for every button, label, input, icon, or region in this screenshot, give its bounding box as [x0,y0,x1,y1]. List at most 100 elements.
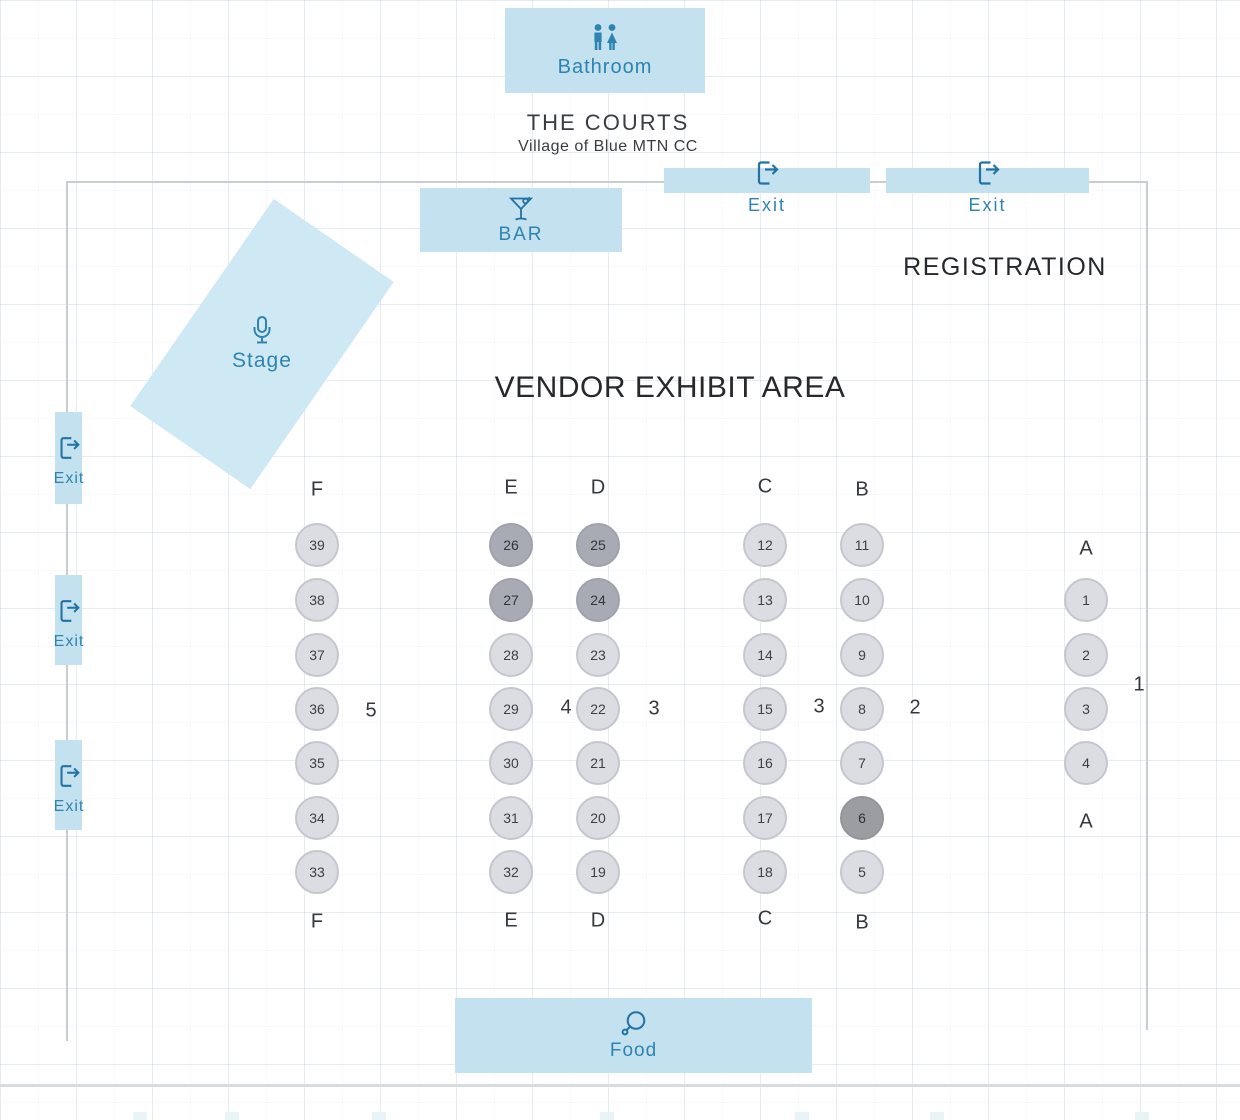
column-label-F-bottom: F [310,910,324,933]
bottom-mark [600,1112,614,1120]
seat-33[interactable]: 33 [295,850,339,894]
bottom-mark [930,1112,944,1120]
exit-label: Exit [53,798,85,815]
aisle-label-2: 2 [909,696,921,719]
martini-icon [508,196,534,220]
column-label-D-bottom: D [590,909,606,932]
restroom-icon [594,23,617,50]
exit-left-2: Exit [46,575,92,668]
seat-6[interactable]: 6 [840,796,884,840]
seat-23[interactable]: 23 [576,633,620,677]
stage-area: Stage [130,198,394,490]
seat-34[interactable]: 34 [295,796,339,840]
seat-29[interactable]: 29 [489,687,533,731]
drumstick-icon [621,1011,645,1036]
venue-title: THE COURTS [526,110,690,135]
seat-18[interactable]: 18 [743,850,787,894]
seat-28[interactable]: 28 [489,633,533,677]
venue-subtitle: Village of Blue MTN CC [518,138,698,155]
seat-19[interactable]: 19 [576,850,620,894]
seat-10[interactable]: 10 [840,578,884,622]
microphone-icon [253,315,271,344]
bar-area: BAR [420,188,622,252]
column-label-E-top: E [504,476,518,499]
food-area: Food [455,998,812,1073]
seat-21[interactable]: 21 [576,741,620,785]
exit-top-1: Exit [664,158,870,220]
food-label: Food [609,1040,658,1061]
column-label-D-top: D [590,476,606,499]
seat-38[interactable]: 38 [295,578,339,622]
exit-label: Exit [747,195,786,215]
exit-door-strip [664,168,870,193]
column-label-B-bottom: B [855,911,869,934]
column-label-C-top: C [757,475,773,498]
column-label-F-top: F [310,478,324,501]
column-label-A-top: A [1079,537,1093,560]
exit-left-1: Exit [46,412,92,505]
exit-icon [60,765,80,787]
seat-25[interactable]: 25 [576,523,620,567]
bottom-mark [133,1112,147,1120]
exit-label: Exit [53,470,85,487]
seat-26[interactable]: 26 [489,523,533,567]
seat-13[interactable]: 13 [743,578,787,622]
exit-icon [60,437,80,459]
exit-label: Exit [53,633,85,650]
aisle-label-3: 3 [813,695,825,718]
exit-icon [978,161,1000,185]
seat-7[interactable]: 7 [840,741,884,785]
seat-30[interactable]: 30 [489,741,533,785]
seat-5[interactable]: 5 [840,850,884,894]
bottom-mark [225,1112,239,1120]
seat-12[interactable]: 12 [743,523,787,567]
seat-2[interactable]: 2 [1064,633,1108,677]
aisle-label-4: 4 [560,696,572,719]
exit-top-2: Exit [886,158,1089,220]
seat-35[interactable]: 35 [295,741,339,785]
seat-32[interactable]: 32 [489,850,533,894]
bathroom-area: Bathroom [505,8,705,93]
column-label-B-top: B [855,478,869,501]
seat-16[interactable]: 16 [743,741,787,785]
seat-9[interactable]: 9 [840,633,884,677]
wall-top [66,181,1148,183]
seat-17[interactable]: 17 [743,796,787,840]
column-label-C-bottom: C [757,907,773,930]
seat-8[interactable]: 8 [840,687,884,731]
bathroom-label: Bathroom [557,55,653,78]
column-label-E-bottom: E [504,909,518,932]
aisle-label-1: 1 [1133,673,1145,696]
seat-27[interactable]: 27 [489,578,533,622]
stage-label: Stage [232,348,292,372]
exit-icon [60,600,80,622]
bar-label: BAR [498,223,544,245]
wall-bottom [0,1084,1240,1087]
column-label-A-bottom: A [1079,810,1093,833]
seat-31[interactable]: 31 [489,796,533,840]
registration-label: REGISTRATION [903,253,1107,281]
seat-39[interactable]: 39 [295,523,339,567]
aisle-label-5: 5 [365,699,377,722]
exit-left-3: Exit [46,740,92,833]
seat-24[interactable]: 24 [576,578,620,622]
seat-20[interactable]: 20 [576,796,620,840]
seat-37[interactable]: 37 [295,633,339,677]
vendor-area-label: VENDOR EXHIBIT AREA [494,371,846,404]
bottom-mark [372,1112,386,1120]
seat-1[interactable]: 1 [1064,578,1108,622]
seat-14[interactable]: 14 [743,633,787,677]
aisle-label-3: 3 [648,697,660,720]
exit-label: Exit [968,195,1007,215]
seat-15[interactable]: 15 [743,687,787,731]
exit-icon [757,161,779,185]
seat-4[interactable]: 4 [1064,741,1108,785]
wall-right [1146,181,1148,1030]
bottom-mark [795,1112,809,1120]
seat-22[interactable]: 22 [576,687,620,731]
exit-door-strip [886,168,1089,193]
seat-36[interactable]: 36 [295,687,339,731]
seat-3[interactable]: 3 [1064,687,1108,731]
seat-11[interactable]: 11 [840,523,884,567]
